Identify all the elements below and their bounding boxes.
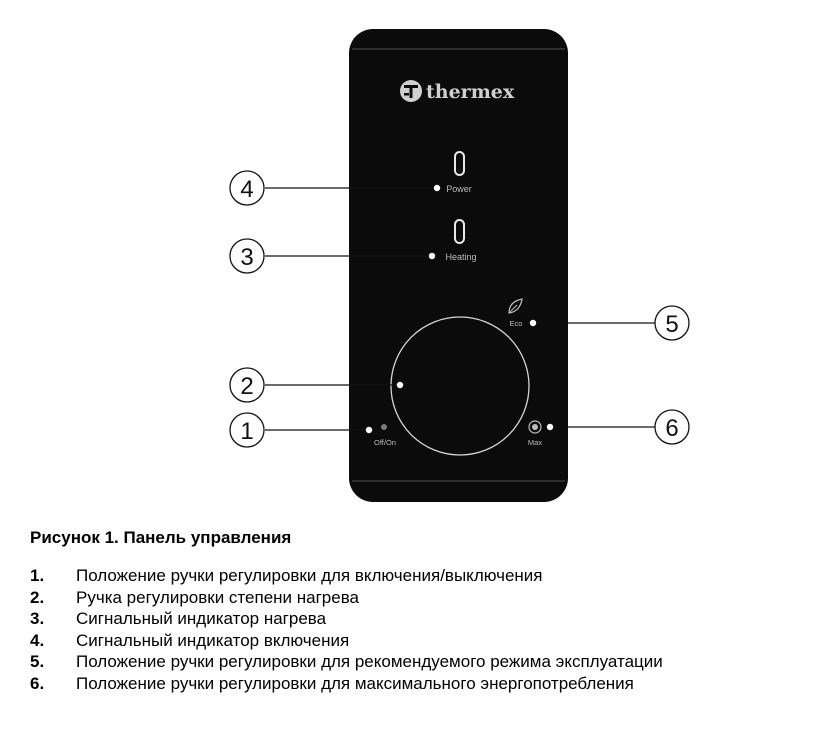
legend-item: 1. Положение ручки регулировки для включе… [30, 565, 663, 587]
legend-list: 1. Положение ручки регулировки для включе… [30, 565, 663, 694]
figure-caption: Рисунок 1. Панель управления [30, 528, 292, 547]
legend-number: 6. [30, 673, 45, 693]
callout-5-circle [654, 305, 690, 341]
off-on-position-dot [381, 424, 387, 430]
callout-endpoints [365, 184, 554, 434]
callout-6-number: 6 [665, 415, 678, 442]
control-panel-figure: thermex Power Heating Eco Off/On Max [229, 29, 690, 502]
legend-item: 2. Ручка регулировки степени нагрева [30, 587, 663, 609]
legend-text: Ручка регулировки степени нагрева [76, 587, 359, 607]
legend-text: Сигнальный индикатор нагрева [76, 609, 327, 628]
legend-number: 1. [30, 566, 45, 585]
callout-4-circle [229, 170, 265, 206]
callout-2-circle [229, 367, 265, 403]
callout-3-circle [229, 238, 265, 274]
legend-item: 6. Положение ручки регулировки для максим… [30, 673, 663, 695]
brand-name: thermex [426, 81, 515, 103]
off-on-label: Off/On [374, 438, 396, 447]
legend-number: 3. [30, 609, 45, 628]
legend-item: 5. Положение ручки регулировки для рекоме… [30, 651, 663, 673]
callout-4-number: 4 [240, 176, 253, 203]
heating-indicator-led [454, 219, 465, 244]
callout-2-number: 2 [240, 373, 253, 400]
legend-item: 4. Сигнальный индикатор включения [30, 630, 663, 652]
legend-text: Положение ручки регулировки для максимал… [76, 673, 634, 693]
heating-label: Heating [445, 252, 476, 262]
eco-label: Eco [510, 319, 523, 328]
legend-text: Сигнальный индикатор включения [76, 630, 350, 650]
legend-text: Положение ручки регулировки для рекоменд… [76, 652, 663, 671]
callout-1-circle [229, 412, 265, 448]
callout-6-circle [654, 409, 690, 445]
power-label: Power [446, 184, 472, 194]
callout-1-number: 1 [240, 418, 253, 445]
power-indicator-led [454, 151, 465, 176]
max-label: Max [528, 438, 542, 447]
max-position-icon [528, 420, 542, 434]
leaf-icon [508, 298, 523, 314]
callout-leaders [265, 187, 655, 431]
legend-number: 4. [30, 630, 45, 650]
callout-3-number: 3 [240, 244, 253, 271]
heat-control-knob[interactable] [390, 316, 530, 456]
legend-number: 2. [30, 587, 45, 607]
callout-5-number: 5 [665, 311, 678, 338]
legend-number: 5. [30, 652, 45, 671]
legend-text: Положение ручки регулировки для включени… [76, 566, 543, 585]
legend-item: 3. Сигнальный индикатор нагрева [30, 608, 663, 630]
thermex-logo: thermex [400, 80, 515, 103]
